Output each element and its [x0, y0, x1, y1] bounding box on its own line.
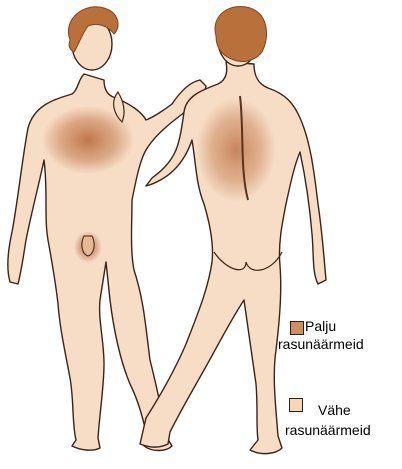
- back-upper-dense-area: [196, 98, 276, 202]
- legend-swatch-dense: [290, 321, 304, 335]
- front-chest-dense-area: [42, 106, 134, 174]
- front-genitals: [82, 236, 94, 256]
- legend-label-dense-line1: Palju: [305, 318, 336, 335]
- legend-label-sparse-line2: rasunäärmeid: [285, 422, 371, 439]
- back-figure: [140, 6, 326, 453]
- legend-label-sparse-line1: Vähe: [318, 402, 351, 419]
- legend-swatch-sparse: [289, 398, 303, 412]
- back-hair: [215, 6, 266, 61]
- legend-label-dense-line2: rasunäärmeid: [278, 336, 364, 353]
